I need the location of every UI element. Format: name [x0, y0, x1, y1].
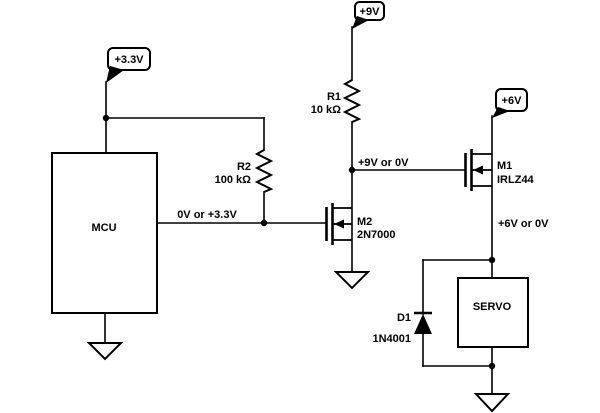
mosfet-m1: M1 IRLZ44 [464, 115, 535, 261]
net-label-servo-rail: +6V or 0V [498, 218, 549, 230]
ground-icon [333, 271, 371, 290]
ground-icon [473, 393, 511, 413]
flag-label-3v3: +3.3V [114, 54, 144, 66]
diode-triangle-icon [414, 314, 432, 334]
power-flag-9v: +9V [352, 1, 385, 29]
mosfet-value-label: IRLZ44 [497, 174, 535, 186]
resistor-ref-label: R2 [237, 161, 251, 173]
diode-ref-label: D1 [397, 312, 411, 324]
flag-box [354, 1, 385, 21]
ground-icon [86, 342, 124, 361]
junction-dot-3v3 [102, 114, 110, 122]
flag-box [107, 47, 151, 71]
power-flag-6v: +6V [492, 88, 528, 118]
flag-tail [352, 16, 369, 29]
mcu-label: MCU [91, 222, 116, 234]
ground-symbol-servo [473, 365, 511, 413]
resistor-ref-label: R1 [327, 91, 341, 103]
diode-d1: D1 1N4001 [372, 259, 493, 367]
flag-label-9v: +9V [360, 6, 381, 18]
resistor-r2: R2 100 kΩ [215, 117, 274, 224]
resistor-zigzag [342, 79, 362, 123]
servo-block: SERVO [457, 259, 529, 367]
ground-symbol-mcu [86, 312, 124, 361]
mosfet-arrow-icon [334, 219, 344, 229]
net-label-m1-gate: +9V or 0V [358, 157, 409, 169]
ground-symbol-m2 [333, 271, 371, 290]
diode-value-label: 1N4001 [372, 333, 411, 345]
flag-tail [492, 107, 510, 118]
flag-box [495, 88, 528, 112]
mosfet-arrow-icon [473, 165, 483, 175]
resistor-r1: R1 10 kΩ [311, 26, 362, 171]
flag-label-6v: +6V [502, 95, 523, 107]
mosfet-value-label: 2N7000 [357, 229, 396, 241]
power-flag-3v3: +3.3V [106, 47, 151, 83]
mosfet-m2: M2 2N7000 [325, 169, 396, 273]
resistor-zigzag [254, 149, 274, 193]
junction-dot-m2-gate [260, 219, 268, 227]
mcu-box [51, 152, 158, 314]
mosfet-ref-label: M1 [497, 160, 512, 172]
mcu-block: MCU [51, 152, 158, 314]
mosfet-ref-label: M2 [357, 216, 372, 228]
resistor-value-label: 10 kΩ [311, 104, 341, 116]
net-label-m2-gate: 0V or +3.3V [177, 209, 237, 221]
flag-tail [106, 66, 124, 83]
resistor-value-label: 100 kΩ [215, 174, 252, 186]
servo-label: SERVO [473, 301, 512, 313]
servo-box [457, 277, 529, 348]
